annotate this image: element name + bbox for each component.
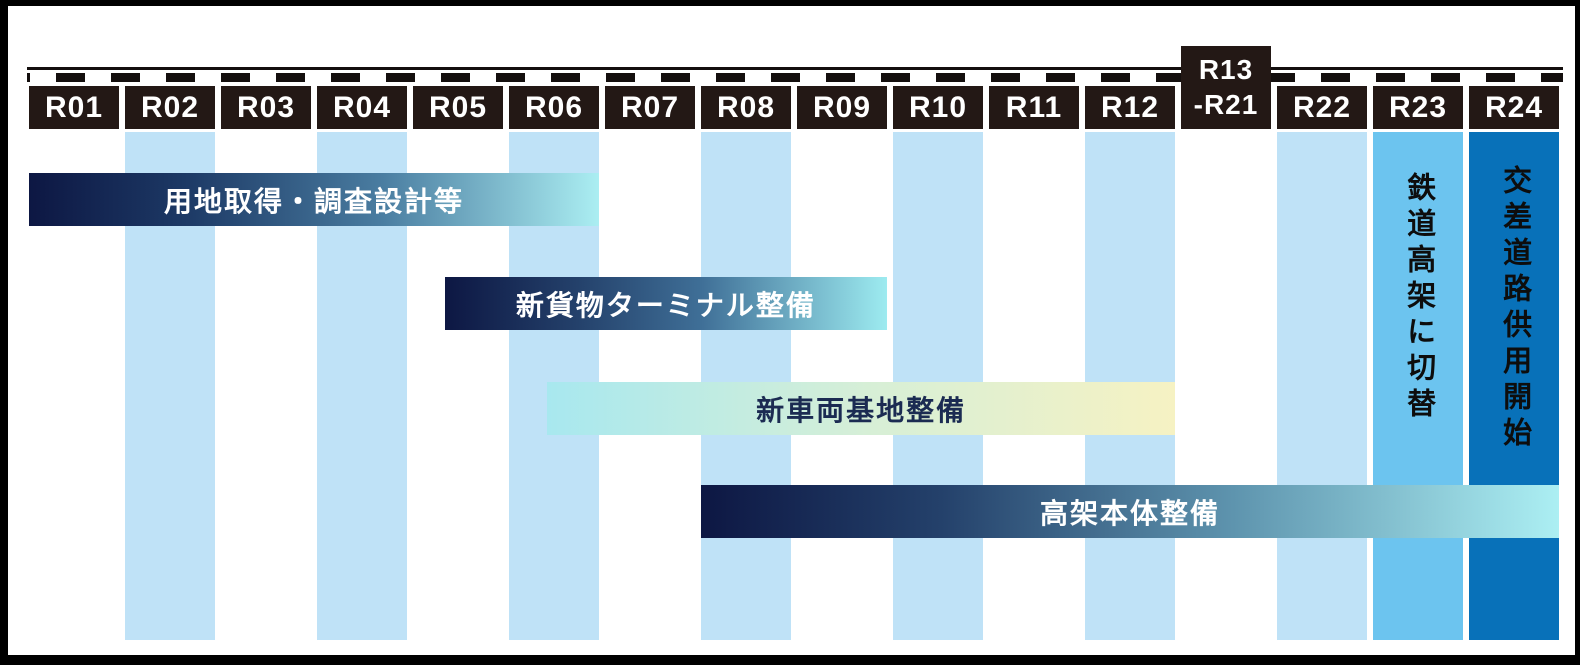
milestone-text: 交差道路供用開始 (1498, 165, 1531, 453)
year-label-R05: R05 (413, 86, 503, 129)
year-label-R10: R10 (893, 86, 983, 129)
year-label-R22: R22 (1277, 86, 1367, 129)
task-bar-4: 高架本体整備 (701, 485, 1559, 538)
year-stripe-R22 (1277, 132, 1367, 640)
railway-track-line (27, 67, 1563, 70)
year-label-text: R05 (428, 90, 488, 124)
year-label-R01: R01 (29, 86, 119, 129)
year-label-text: R10 (908, 90, 968, 124)
year-stripe-R23 (1373, 132, 1463, 640)
year-label-R13-R21: R13-R21 (1181, 46, 1271, 129)
year-label-R06: R06 (509, 86, 599, 129)
year-label-text: -R21 (1193, 88, 1259, 120)
year-label-text: R11 (1005, 90, 1063, 124)
milestone-label-R24: 交差道路供用開始 (1469, 165, 1559, 453)
milestone-label-R23: 鉄道高架に切替 (1373, 172, 1463, 424)
year-stripe-R24 (1469, 132, 1559, 640)
year-label-text: R03 (236, 90, 296, 124)
year-label-text: R09 (812, 90, 872, 124)
year-label-text: R08 (716, 90, 776, 124)
task-bar-3: 新車両基地整備 (547, 382, 1175, 435)
year-label-R11: R11 (989, 86, 1079, 129)
year-label-text: R01 (44, 90, 104, 124)
task-bar-1: 用地取得・調査設計等 (29, 173, 599, 226)
year-label-text: R24 (1484, 90, 1544, 124)
year-label-text: R06 (524, 90, 584, 124)
year-label-text: R04 (332, 90, 392, 124)
milestone-text: 鉄道高架に切替 (1402, 172, 1435, 424)
year-label-text: R02 (140, 90, 200, 124)
year-label-text: R07 (620, 90, 680, 124)
year-label-R24: R24 (1469, 86, 1559, 129)
task-bar-2: 新貨物ターミナル整備 (444, 277, 887, 330)
year-label-R07: R07 (605, 86, 695, 129)
year-label-R08: R08 (701, 86, 791, 129)
year-label-text: R23 (1388, 90, 1448, 124)
year-label-R09: R09 (797, 86, 887, 129)
year-label-R23: R23 (1373, 86, 1463, 129)
year-label-text: R12 (1100, 90, 1160, 124)
railway-track-dashes (27, 73, 1563, 82)
year-label-R03: R03 (221, 86, 311, 129)
year-label-text: R13 (1198, 54, 1254, 86)
year-label-R12: R12 (1085, 86, 1175, 129)
year-label-text: R22 (1292, 90, 1352, 124)
year-label-R02: R02 (125, 86, 215, 129)
year-label-R04: R04 (317, 86, 407, 129)
